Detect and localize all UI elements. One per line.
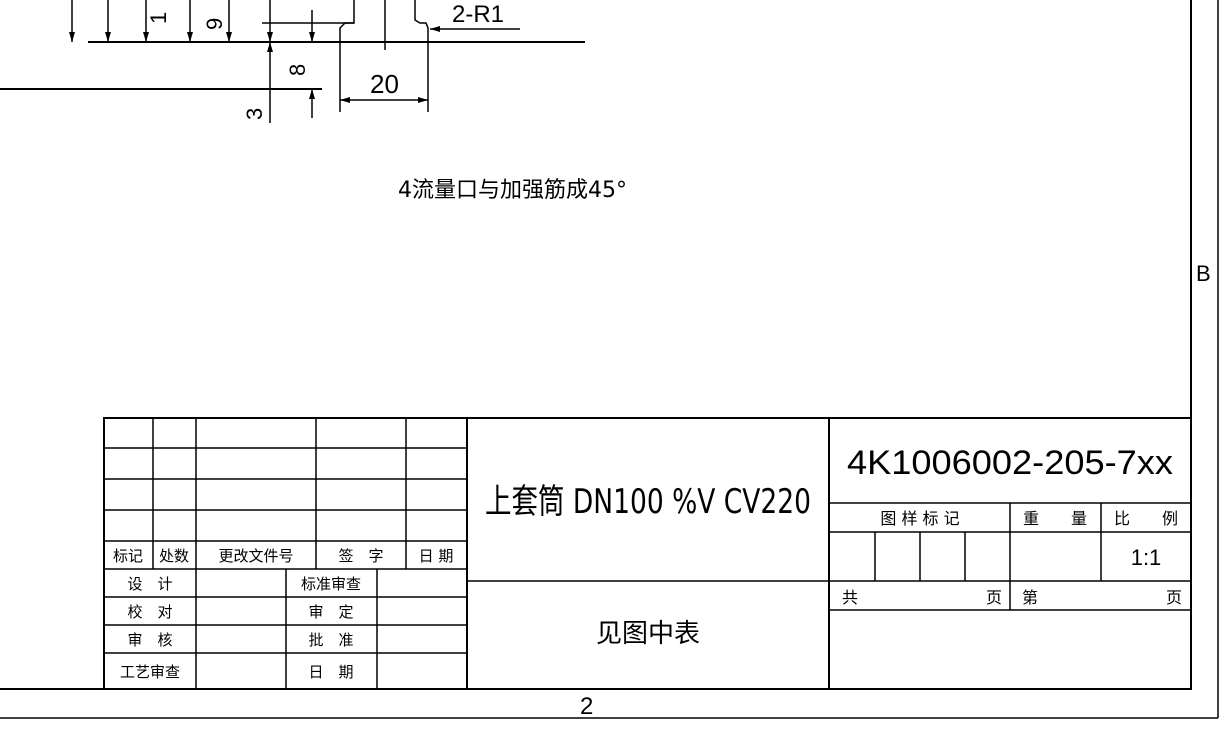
header-count: 处数: [159, 547, 189, 565]
scale-label: 比 例: [1114, 509, 1178, 528]
total-label: 共: [842, 588, 858, 607]
label-ratify: 批 准: [308, 631, 353, 649]
header-signature: 签 字: [338, 547, 383, 565]
label-date: 日 期: [308, 663, 353, 681]
pattern-mark-label: 图 样 标 记: [880, 509, 959, 528]
total-page-label: 页: [986, 588, 1002, 607]
part-name: 上套筒 DN100 %V CV220: [485, 482, 811, 522]
dimension-20: 20: [370, 69, 399, 99]
radius-note: 2-R1: [452, 1, 504, 28]
scale-value: 1:1: [1131, 545, 1162, 570]
dimension-8: 8: [285, 64, 310, 76]
dimension-1: 1: [146, 12, 171, 24]
part-profile: [0, 0, 585, 123]
label-standard-review: 标准审查: [301, 575, 361, 593]
revision-headers: 标记 处数 更改文件号 签 字 日 期: [113, 547, 453, 565]
sheet-zone-number: 2: [580, 693, 593, 720]
label-process-review: 工艺审查: [120, 663, 180, 681]
title-block-grid: [103, 417, 1192, 690]
label-design: 设 计: [127, 575, 172, 593]
label-review: 审 核: [127, 631, 172, 649]
label-proofread: 校 对: [127, 603, 172, 621]
material: 见图中表: [596, 619, 700, 649]
header-change-doc: 更改文件号: [218, 547, 293, 565]
dimension-9: 9: [202, 18, 227, 30]
header-mark: 标记: [113, 547, 143, 565]
sheet-page-label: 页: [1166, 588, 1182, 607]
flow-port-note: 4流量口与加强筋成45°: [398, 178, 627, 203]
weight-label: 重 量: [1023, 509, 1087, 528]
label-approve: 审 定: [308, 603, 353, 621]
zone-label: B: [1196, 261, 1211, 286]
dimension-3: 3: [242, 108, 267, 120]
sheet-label: 第: [1022, 588, 1038, 607]
header-date: 日 期: [419, 547, 454, 565]
drawing-number: 4K1006002-205-7xx: [847, 444, 1173, 482]
